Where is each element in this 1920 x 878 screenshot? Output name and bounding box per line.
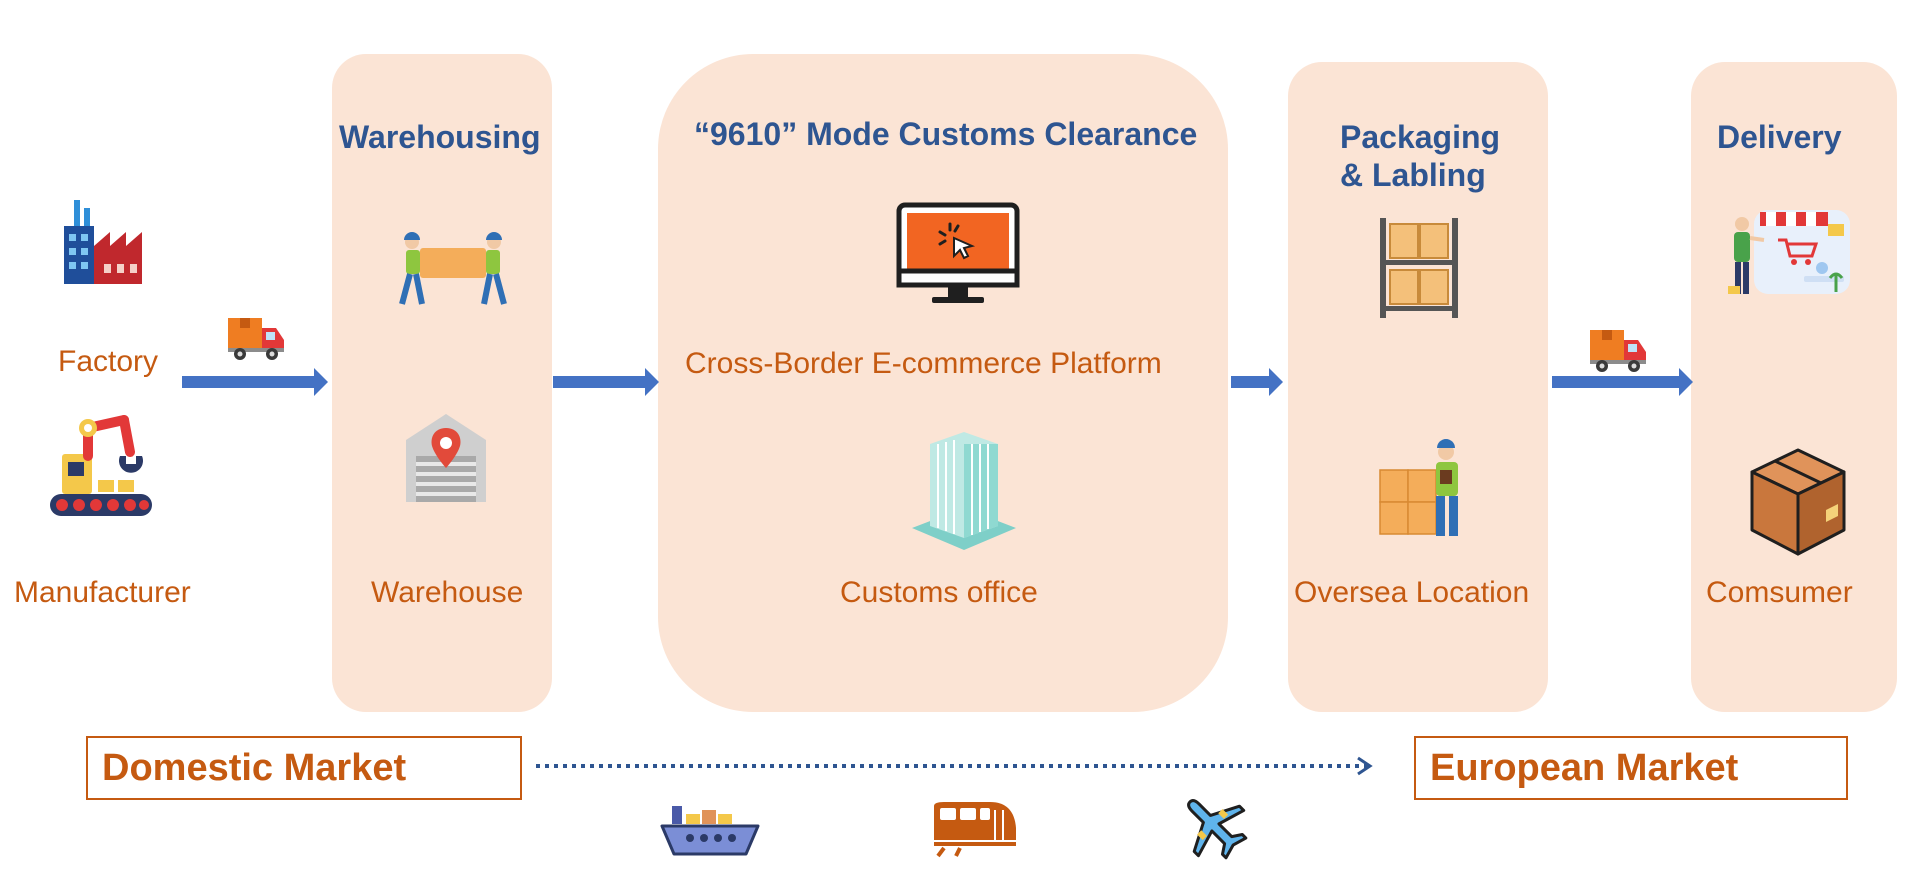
packaging-title: Packaging & Labling <box>1340 119 1501 193</box>
truck-icon <box>1590 330 1646 372</box>
cargo-ship-icon <box>660 806 760 856</box>
packaging-panel <box>1288 62 1548 712</box>
warehousing-panel <box>332 54 552 712</box>
manufacturer-label: Manufacturer <box>14 576 191 609</box>
delivery-person-with-boxes-icon <box>1379 439 1458 536</box>
robot-arm-icon <box>50 415 152 516</box>
domestic-market-box: Domestic Market <box>86 736 522 800</box>
parcel-box-icon <box>1750 448 1846 556</box>
factory-icon <box>64 200 142 284</box>
customs-clearance-title: “9610” Mode Customs Clearance <box>694 116 1198 152</box>
online-shop-icon <box>1728 210 1850 294</box>
flow-arrow-3 <box>1231 368 1283 396</box>
warehousing-title: Warehousing <box>339 119 541 155</box>
shelves-icon <box>1380 218 1458 318</box>
factory-label: Factory <box>58 345 159 378</box>
office-building-icon <box>912 432 1016 550</box>
flow-arrow-1 <box>182 368 328 396</box>
airplane-icon <box>1187 799 1248 860</box>
train-icon <box>934 802 1016 858</box>
delivery-title: Delivery <box>1717 119 1842 155</box>
customs-office-label: Customs office <box>840 576 1038 609</box>
delivery-panel <box>1691 62 1897 712</box>
flow-arrow-4 <box>1552 368 1693 396</box>
truck-icon <box>228 318 284 360</box>
platform-label: Cross-Border E-commerce Platform <box>685 347 1162 380</box>
computer-monitor-icon <box>896 202 1020 303</box>
warehouse-label: Warehouse <box>371 576 524 609</box>
warehouse-location-icon <box>406 414 486 502</box>
customs-clearance-panel <box>658 54 1228 712</box>
consumer-label: Comsumer <box>1706 576 1853 609</box>
shipping-route-arrow <box>536 756 1373 776</box>
oversea-location-label: Oversea Location <box>1294 576 1530 609</box>
workers-carrying-box-icon <box>399 232 507 305</box>
european-market-box: European Market <box>1414 736 1848 800</box>
flow-arrow-2 <box>553 368 659 396</box>
